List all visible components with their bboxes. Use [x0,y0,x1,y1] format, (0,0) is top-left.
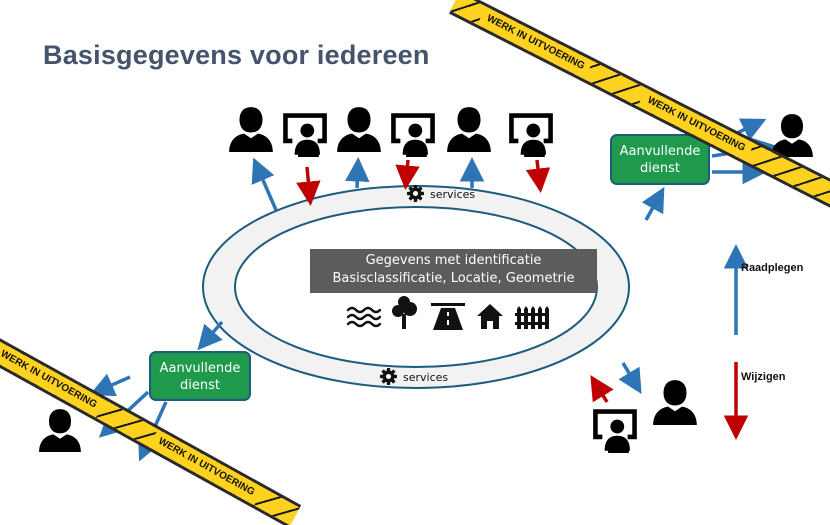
monitor-user-icon [391,113,435,157]
monitor-user-icon [593,409,637,453]
arrow-raadplegen [197,320,224,351]
services-label-top: services [430,188,476,201]
person-icon [447,107,491,152]
tree-icon [392,296,417,329]
gear-icon [407,185,424,202]
arrow-raadplegen [251,157,278,211]
monitor-user-icon [509,113,553,157]
page-title: Basisgegevens voor iedereen [43,40,430,70]
arrow-wijzigen [525,159,551,193]
arrow-raadplegen [89,373,131,397]
gear-icon [380,368,397,385]
arrow-wijzigen [395,159,420,190]
label-raadplegen: Raadplegen [741,262,804,274]
info-line-identificatie: Gegevens met identificatie [365,253,542,268]
person-icon [229,107,273,152]
aanvullende-dienst-bottom: Aanvullende dienst [149,351,251,401]
info-line-classificatie: Basisclassificatie, Locatie, Geometrie [332,271,575,286]
arrow-wijzigen [590,375,614,403]
person-icon [653,380,697,425]
house-icon [477,304,503,329]
label-wijzigen: Wijzigen [741,371,786,383]
dienst-top-line1: Aanvullende [619,144,701,159]
services-label-bottom: services [403,371,449,384]
dienst-bottom-line2: dienst [180,378,220,393]
person-icon [337,107,381,152]
person-icon [771,114,813,157]
fence-icon [515,306,549,329]
arrow-wijzigen [296,166,321,206]
arrow-raadplegen [641,186,665,221]
road-icon [431,303,465,330]
dienst-top-line2: dienst [640,161,680,176]
arrow-raadplegen [345,157,370,189]
data-info-box: Gegevens met identificatie Basisclassifi… [310,249,597,293]
water-icon [346,306,382,328]
arrow-raadplegen [618,362,642,395]
monitor-user-icon [283,113,327,157]
person-icon [39,409,81,452]
aanvullende-dienst-top: Aanvullende dienst [610,134,710,185]
dienst-bottom-line1: Aanvullende [159,361,241,376]
